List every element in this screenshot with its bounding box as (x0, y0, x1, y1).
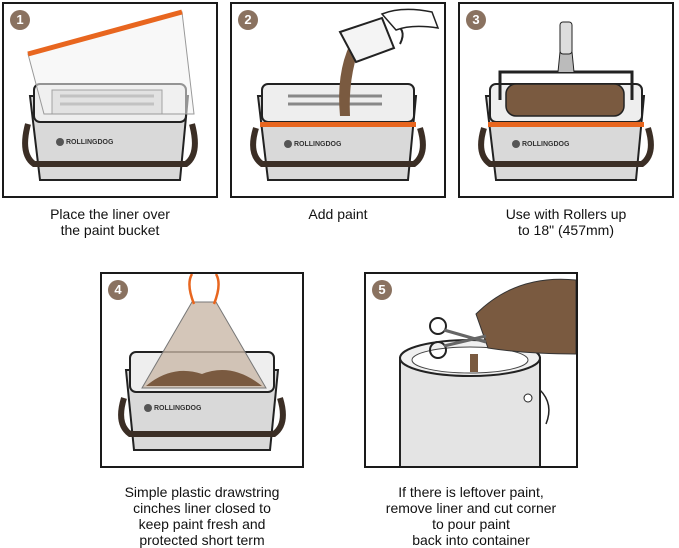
step-5-caption: If there is leftover paint, remove liner… (385, 484, 557, 548)
step-2-badge: 2 (238, 10, 258, 30)
drawstring-liner-illustration: ROLLINGDOG (118, 274, 286, 451)
step-5-panel: 5 (364, 272, 578, 468)
step-4-badge: 4 (108, 280, 128, 300)
step-3-panel: 3 ROLLINGDOG (458, 2, 674, 198)
add-paint-illustration: ROLLINGDOG (250, 8, 440, 181)
step-2-caption: Add paint (308, 206, 368, 222)
step-1-caption: Place the liner over the paint bucket (50, 206, 170, 238)
step-1-panel: 1 ROLLINGDOG (2, 2, 218, 198)
roller-illustration: ROLLINGDOG (478, 21, 654, 181)
brand-label: ROLLINGDOG (66, 139, 114, 146)
step-3-caption: Use with Rollers up to 18" (457mm) (505, 206, 627, 238)
svg-text:ROLLINGDOG: ROLLINGDOG (294, 141, 342, 148)
step-5-badge: 5 (372, 280, 392, 300)
step-1-badge: 1 (10, 10, 30, 30)
step-2-panel: 2 ROLLINGDOG (230, 2, 446, 198)
svg-text:ROLLINGDOG: ROLLINGDOG (154, 405, 202, 412)
step-3-badge: 3 (466, 10, 486, 30)
step-4-panel: 4 ROLLINGDOG (100, 272, 304, 468)
pour-back-illustration (399, 278, 576, 466)
step-4-caption: Simple plastic drawstring cinches liner … (124, 484, 280, 548)
svg-text:ROLLINGDOG: ROLLINGDOG (522, 141, 570, 148)
liner-over-bucket-illustration: ROLLINGDOG (22, 9, 198, 181)
